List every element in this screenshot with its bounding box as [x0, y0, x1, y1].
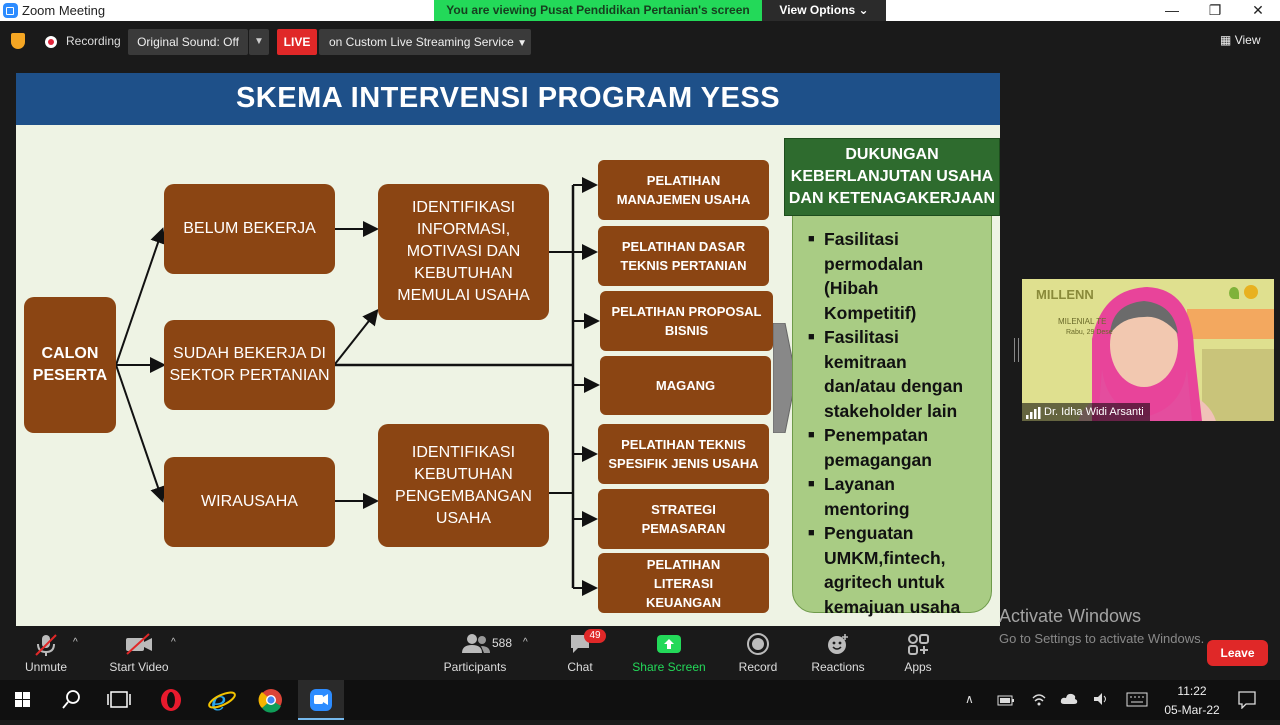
share-screen-button[interactable]: Share Screen [628, 627, 710, 680]
task-view-icon[interactable] [96, 680, 142, 720]
chat-unread-badge: 49 [584, 629, 606, 643]
opera-icon[interactable] [148, 680, 194, 720]
record-button[interactable]: Record [730, 627, 786, 680]
grid-view-icon: ▦ [1220, 33, 1232, 47]
battery-icon[interactable] [997, 692, 1015, 708]
reactions-button[interactable]: Reactions [806, 627, 870, 680]
view-options-button[interactable]: View Options ⌄ [762, 0, 886, 21]
support-list-box: Fasilitasi permodalan (Hibah Kompetitif)… [792, 211, 992, 617]
video-off-icon [126, 633, 152, 655]
backdrop-text: MILENIAL TE [1058, 317, 1107, 326]
window-title: Zoom Meeting [22, 3, 106, 18]
program-box: PELATIHAN PROPOSAL BISNIS [600, 291, 773, 351]
chevron-down-icon: ▼ [517, 38, 527, 49]
video-options-caret[interactable]: ^ [171, 637, 176, 648]
leave-button[interactable]: Leave [1207, 640, 1268, 666]
support-title: DUKUNGAN KEBERLANJUTAN USAHA DAN KETENAG… [784, 138, 1000, 216]
backdrop-text: MILLENN [1036, 287, 1094, 302]
audio-options-caret[interactable]: ^ [73, 637, 78, 648]
minimize-button[interactable]: — [1165, 2, 1179, 18]
notification-icon[interactable] [1238, 691, 1256, 709]
share-banner: You are viewing Pusat Pendidikan Pertani… [434, 0, 762, 21]
participant-video-tile[interactable]: MILLENN MILENIAL TE Rabu, 29 Dese Dr. Id… [1022, 279, 1274, 421]
participant-video-frame [1022, 279, 1274, 421]
view-label: View [1234, 33, 1261, 47]
zoom-logo-icon [3, 3, 18, 18]
recording-label: Recording [66, 34, 121, 48]
apps-button[interactable]: Apps [894, 627, 942, 680]
view-button[interactable]: ▦ View [1220, 33, 1260, 47]
big-arrow-icon [773, 323, 797, 433]
clock-date[interactable]: 05-Mar-22 [1164, 703, 1220, 717]
muted-microphone-icon [35, 634, 57, 656]
live-service-label: on Custom Live Streaming Service [329, 35, 514, 49]
live-badge: LIVE [277, 29, 317, 55]
original-sound-caret[interactable]: ▼ [249, 29, 269, 55]
close-button[interactable]: ✕ [1252, 2, 1264, 18]
support-item: Penempatan pemagangan [808, 423, 985, 472]
backdrop-text: Rabu, 29 Dese [1066, 329, 1113, 336]
windows-start-icon[interactable] [0, 680, 46, 720]
program-box: PELATIHAN TEKNIS SPESIFIK JENIS USAHA [598, 424, 769, 484]
support-item: Layanan mentoring [808, 472, 985, 521]
shared-slide: SKEMA INTERVENSI PROGRAM YESS [16, 73, 1000, 626]
flow-connectors [115, 177, 600, 596]
identifikasi-box-memulai: IDENTIFIKASI INFORMASI, MOTIVASI DAN KEB… [378, 184, 549, 320]
program-box: PELATIHAN DASAR TEKNIS PERTANIAN [598, 226, 769, 286]
speaker-icon[interactable] [1092, 691, 1110, 707]
wifi-icon[interactable] [1031, 691, 1047, 707]
zoom-icon[interactable] [298, 680, 344, 720]
support-item: Fasilitasi kemitraan dan/atau dengan sta… [808, 325, 985, 423]
participant-count: 588 [492, 636, 513, 650]
signal-bars-icon [1026, 407, 1041, 419]
status-box-belum-bekerja: BELUM BEKERJA [164, 184, 335, 274]
meeting-toolbar: Unmute ^ Start Video ^ 588 Participants … [0, 627, 1280, 680]
program-box: PELATIHAN LITERASI KEUANGAN [598, 553, 769, 613]
program-box: MAGANG [600, 356, 771, 415]
record-icon [747, 633, 769, 655]
activate-windows-subtitle: Go to Settings to activate Windows. [999, 631, 1205, 646]
logo-icon [1244, 285, 1258, 299]
security-shield-icon[interactable] [11, 33, 25, 49]
cloud-icon[interactable] [1060, 692, 1078, 706]
clock-time[interactable]: 11:22 [1177, 684, 1207, 698]
participants-options-caret[interactable]: ^ [523, 637, 528, 648]
participants-icon [462, 634, 490, 653]
meeting-top-bar: Recording Original Sound: Off ▼ LIVE on … [0, 21, 1280, 62]
tray-chevron-icon[interactable]: ∧ [965, 692, 974, 706]
calon-peserta-box: CALON PESERTA [24, 297, 116, 433]
identifikasi-box-pengembangan: IDENTIFIKASI KEBUTUHAN PENGEMBANGAN USAH… [378, 424, 549, 547]
live-service-button[interactable]: on Custom Live Streaming Service ▼ [319, 29, 531, 55]
keyboard-icon[interactable] [1126, 692, 1148, 707]
recording-icon [45, 36, 57, 48]
participant-name: Dr. Idha Widi Arsanti [1022, 403, 1150, 421]
reactions-icon [828, 634, 848, 654]
internet-explorer-icon[interactable]: e [198, 680, 244, 720]
unmute-button[interactable]: Unmute [16, 627, 76, 680]
start-video-button[interactable]: Start Video [104, 627, 174, 680]
apps-icon [908, 634, 929, 655]
activate-windows-title: Activate Windows [999, 606, 1142, 626]
svg-text:e: e [211, 687, 226, 717]
maximize-button[interactable]: ❐ [1208, 2, 1222, 18]
status-box-wirausaha: WIRAUSAHA [164, 457, 335, 547]
program-box: PELATIHAN MANAJEMEN USAHA [598, 160, 769, 220]
status-box-sudah-bekerja: SUDAH BEKERJA DI SEKTOR PERTANIAN [164, 320, 335, 410]
support-item: Penguatan UMKM,fintech, agritech untuk k… [808, 521, 985, 619]
original-sound-button[interactable]: Original Sound: Off [128, 29, 248, 55]
leaf-logo-icon [1229, 287, 1239, 299]
participants-button[interactable]: 588 Participants [438, 627, 512, 680]
slide-title: SKEMA INTERVENSI PROGRAM YESS [16, 73, 1000, 125]
support-item: Fasilitasi permodalan (Hibah Kompetitif) [808, 227, 985, 325]
search-icon[interactable] [48, 680, 94, 720]
chrome-icon[interactable] [248, 680, 294, 720]
program-box: STRATEGI PEMASARAN [598, 489, 769, 549]
panel-resize-handle[interactable] [1014, 338, 1019, 362]
windows-taskbar: e ∧ 11:22 05-Mar-22 [0, 680, 1280, 720]
share-screen-icon [657, 635, 681, 653]
